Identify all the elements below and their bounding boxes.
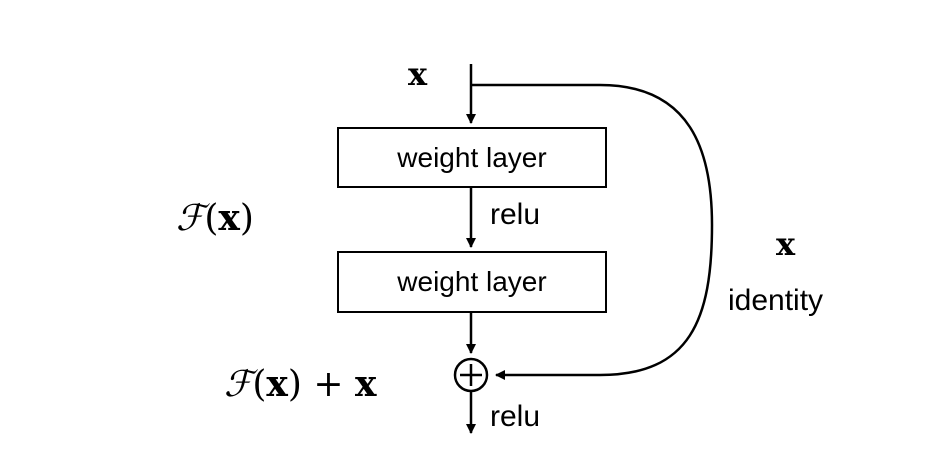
weight-layer-1: weight layer — [337, 127, 607, 188]
relu-middle-label: relu — [490, 198, 541, 231]
identity-x-label: x — [776, 225, 796, 263]
weight-layer-2-label: weight layer — [397, 266, 547, 297]
residual-function-label: ℱ(x) — [176, 197, 254, 239]
weight-layer-1-label: weight layer — [397, 141, 547, 173]
relu-output-label: relu — [490, 400, 541, 433]
identity-shortcut-path — [471, 83, 714, 380]
sum-expression-label: ℱ(x) + x — [224, 363, 377, 405]
input-x-label: x — [408, 55, 428, 93]
identity-label: identity — [728, 284, 824, 317]
weight-layer-2: weight layer — [337, 251, 607, 313]
